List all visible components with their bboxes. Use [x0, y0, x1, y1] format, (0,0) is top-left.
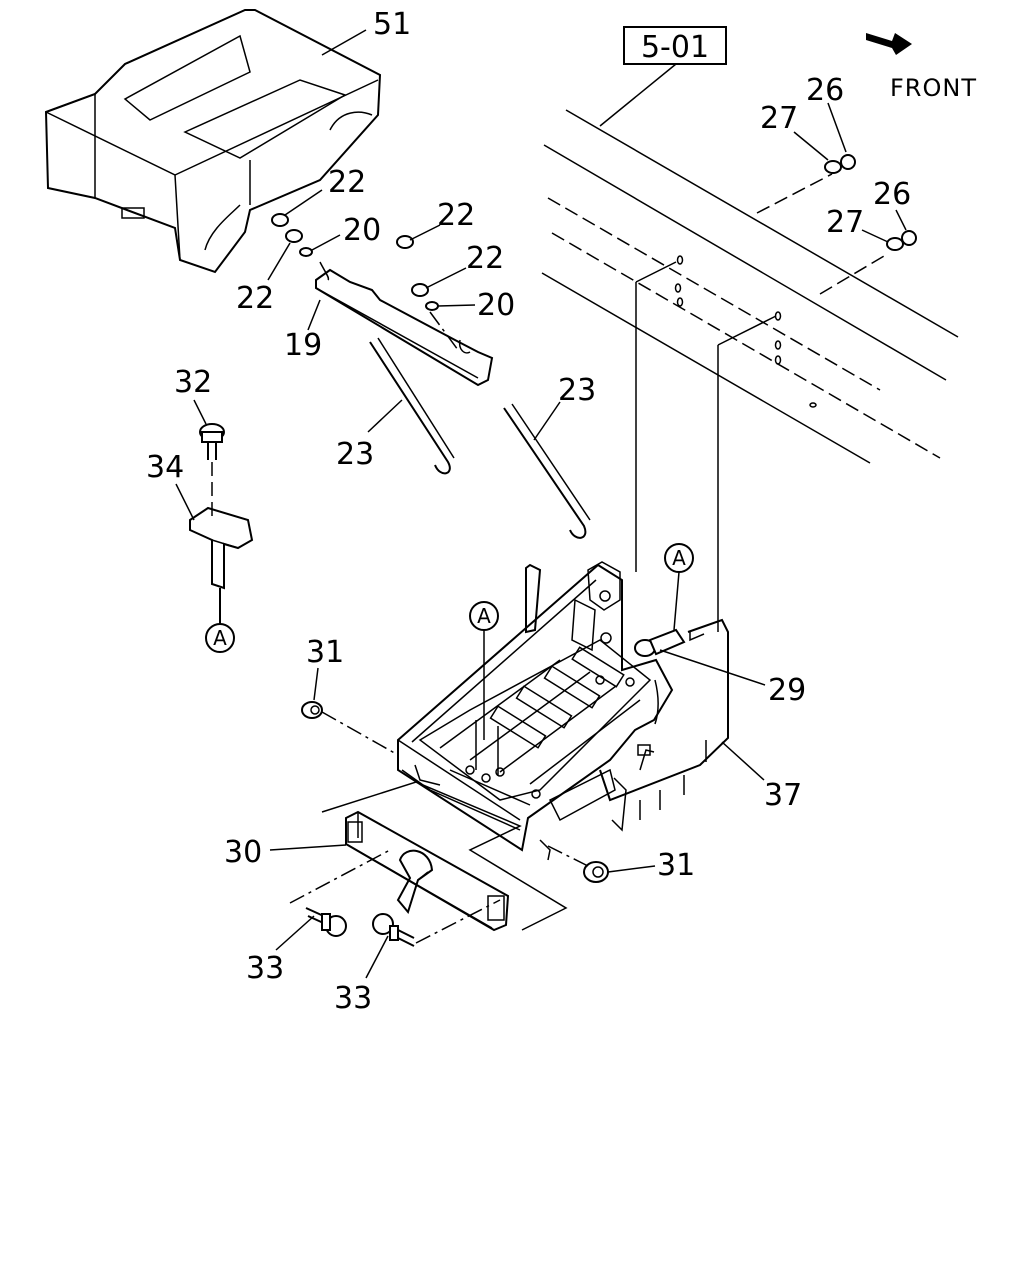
leader-20a: [311, 234, 341, 251]
frame-rail: [541, 109, 959, 464]
nuts-and-washers: [271, 213, 439, 311]
leader-33b: [365, 935, 389, 979]
callout-31a[interactable]: 31: [306, 635, 344, 670]
reference-box-label: 5-01: [641, 30, 709, 65]
callout-22c[interactable]: 22: [437, 198, 475, 233]
callout-34[interactable]: 34: [146, 450, 184, 485]
callout-22b[interactable]: 22: [236, 281, 274, 316]
leader-29: [659, 649, 766, 686]
callout-37[interactable]: 37: [764, 778, 802, 813]
reference-leader: [599, 63, 677, 127]
battery-cover[interactable]: [44, 9, 382, 274]
callout-31b[interactable]: 31: [657, 848, 695, 883]
callout-19[interactable]: 19: [284, 328, 322, 363]
centerline-31b: [547, 845, 589, 867]
marker-a-2-label: A: [477, 604, 491, 628]
nut-washer-lower[interactable]: [886, 230, 917, 251]
callout-30[interactable]: 30: [224, 835, 262, 870]
callout-33b[interactable]: 33: [334, 981, 372, 1016]
callout-27b[interactable]: 27: [826, 205, 864, 240]
callout-23b[interactable]: 23: [558, 373, 596, 408]
hold-down-bar[interactable]: [345, 810, 510, 932]
callout-20a[interactable]: 20: [343, 213, 381, 248]
leader-22b: [267, 242, 291, 281]
nut-31-left[interactable]: [301, 701, 323, 719]
hook-rod-left[interactable]: [369, 337, 455, 475]
bolt-33-left[interactable]: [305, 907, 347, 937]
marker-a-2[interactable]: A: [469, 601, 499, 631]
bolt-33-right[interactable]: [372, 913, 415, 947]
leader-23a: [367, 399, 403, 433]
front-label: FRONT: [890, 74, 977, 102]
leader-19: [307, 299, 321, 331]
callout-26a[interactable]: 26: [806, 73, 844, 108]
marker-a-3-label: A: [672, 546, 686, 570]
leader-32: [193, 399, 207, 425]
marker-a-3[interactable]: A: [664, 543, 694, 573]
leader-22a: [284, 189, 323, 216]
leader-33a: [275, 915, 315, 951]
marker-a-1[interactable]: A: [205, 623, 235, 653]
bolt-29[interactable]: [634, 628, 686, 657]
marker-a-1-label: A: [213, 626, 227, 650]
leader-51: [321, 29, 367, 56]
leader-27a: [793, 131, 829, 161]
callout-33a[interactable]: 33: [246, 951, 284, 986]
centerline-20b: [429, 311, 459, 351]
leader-26b: [895, 209, 907, 231]
leader-23b: [533, 401, 561, 441]
leader-22c: [409, 224, 441, 241]
front-arrow-icon: [866, 33, 912, 55]
battery-tray[interactable]: [397, 561, 729, 861]
bracket-34[interactable]: [189, 506, 254, 590]
callout-26b[interactable]: 26: [873, 177, 911, 212]
leader-27b: [861, 229, 889, 243]
leader-31a: [313, 667, 319, 701]
leader-34: [175, 483, 195, 521]
leader-20b: [437, 304, 476, 307]
bolt-32[interactable]: [199, 423, 225, 460]
leader-31b: [607, 865, 656, 873]
hook-rod-right[interactable]: [503, 403, 591, 539]
callout-29[interactable]: 29: [768, 673, 806, 708]
callout-22d[interactable]: 22: [466, 241, 504, 276]
leader-a3: [673, 571, 680, 631]
nut-washer-upper[interactable]: [824, 154, 856, 174]
leader-37: [721, 741, 765, 781]
callout-22a[interactable]: 22: [328, 165, 366, 200]
callout-23a[interactable]: 23: [336, 437, 374, 472]
mounting-lines: [635, 261, 777, 632]
reference-box[interactable]: 5-01: [623, 26, 727, 65]
nut-31-right[interactable]: [583, 861, 609, 883]
callout-32[interactable]: 32: [174, 365, 212, 400]
projection-lines: [289, 781, 568, 944]
leader-26a: [827, 102, 847, 153]
leader-30: [269, 844, 347, 851]
centerline-31a: [321, 711, 399, 756]
leader-22d: [425, 267, 467, 289]
callout-51[interactable]: 51: [373, 7, 411, 42]
callout-20b[interactable]: 20: [477, 288, 515, 323]
callout-27a[interactable]: 27: [760, 101, 798, 136]
clamp-bar[interactable]: [315, 261, 494, 387]
